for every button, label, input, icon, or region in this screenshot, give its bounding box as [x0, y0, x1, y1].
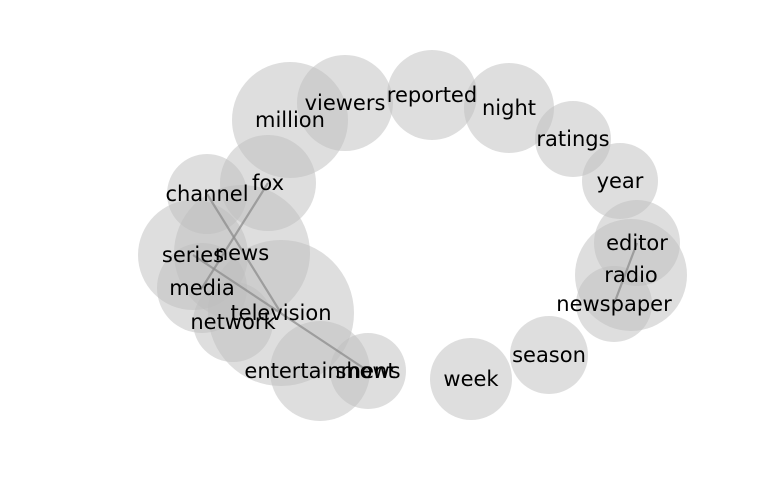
node-label-editor: editor — [606, 231, 668, 255]
node-label-network: network — [190, 310, 276, 334]
edge-editor-newspaper — [612, 242, 639, 305]
edge-fox-media — [201, 182, 269, 289]
edges — [192, 182, 639, 372]
node-label-fox: fox — [252, 171, 284, 195]
node-label-year: year — [597, 169, 644, 193]
node-label-reported: reported — [387, 83, 477, 107]
node-circle-viewers — [297, 55, 393, 151]
node-label-million: million — [255, 108, 325, 132]
node-circle-week — [430, 338, 512, 420]
node-circles — [138, 50, 687, 421]
edge-series-shows — [192, 254, 369, 372]
node-label-ratings: ratings — [536, 127, 609, 151]
node-label-shows: shows — [335, 359, 400, 383]
node-label-television: television — [230, 301, 331, 325]
node-label-newspaper: newspaper — [556, 292, 672, 316]
node-label-week: week — [443, 367, 499, 391]
node-label-entertainment: entertainment — [244, 359, 395, 383]
node-circle-year — [582, 143, 658, 219]
node-label-viewers: viewers — [305, 91, 386, 115]
node-label-radio: radio — [604, 263, 658, 287]
node-circle-network — [193, 282, 273, 362]
node-label-channel: channel — [165, 182, 248, 206]
node-label-series: series — [162, 243, 224, 267]
node-circle-night — [464, 63, 554, 153]
node-label-night: night — [482, 96, 536, 120]
node-label-season: season — [512, 343, 586, 367]
node-label-news: news — [215, 241, 269, 265]
node-circle-reported — [387, 50, 477, 140]
node-circle-season — [510, 316, 588, 394]
node-label-media: media — [169, 276, 234, 300]
edge-channel-television — [206, 193, 282, 314]
